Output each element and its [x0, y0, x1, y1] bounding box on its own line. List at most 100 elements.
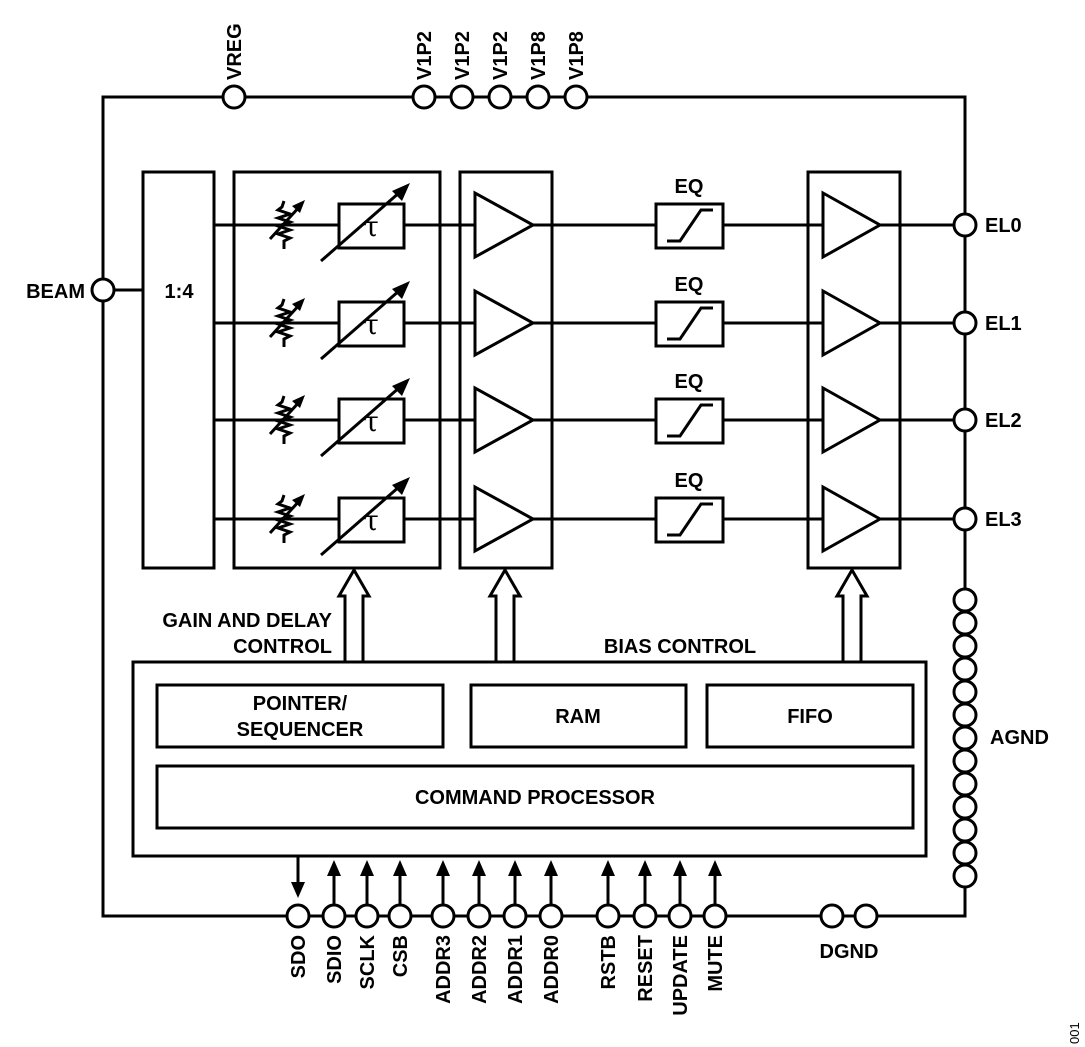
bottom-pins: DGND SDO SDIO SCLK CSB ADDR3 ADDR2 ADDR1… [285, 856, 879, 1016]
pin-label-v1p2-c: V1P2 [490, 31, 512, 80]
pin-label-addr0: ADDR0 [541, 935, 563, 1004]
pin-label-reset: RESET [635, 935, 657, 1002]
pin-label-el1: EL1 [985, 313, 1022, 335]
pin-sclk [354, 903, 380, 929]
pin-dgnd-b [853, 903, 879, 929]
gain-delay-module [232, 170, 442, 570]
pin-label-sclk: SCLK [357, 934, 379, 989]
gain-delay-bus-arrow [336, 566, 372, 664]
pin-label-v1p2-a: V1P2 [414, 31, 436, 80]
agnd-pins: AGND [952, 530, 1049, 916]
delay-block [337, 202, 406, 250]
pin-reset [632, 903, 658, 929]
pin-label-csb: CSB [390, 935, 412, 977]
pin-v1p2-b [449, 84, 475, 110]
eq-label: EQ [675, 470, 704, 492]
pin-mute [702, 903, 728, 929]
top-pins: VREG V1P2 V1P2 V1P2 V1P8 V1P8 [221, 23, 589, 110]
amplifier-icon [821, 190, 884, 260]
pin-label-el0: EL0 [985, 215, 1022, 237]
amplifier-icon [473, 288, 537, 358]
pin-label-v1p8-b: V1P8 [566, 31, 588, 80]
command-processor-label: COMMAND PROCESSOR [415, 787, 656, 809]
pin-el2 [952, 407, 978, 433]
channel-1: τ EQ EL1 [214, 274, 1022, 361]
pin-el1 [952, 310, 978, 336]
delay-symbol: τ [363, 405, 379, 438]
amp-module-1 [458, 170, 554, 570]
pointer-sequencer-block [155, 683, 445, 749]
attenuator-icon [268, 494, 305, 543]
bias-bus-arrow-2 [834, 566, 870, 664]
gain-delay-label-2: CONTROL [233, 636, 332, 658]
beam-input: BEAM [26, 277, 143, 303]
pin-el3 [952, 506, 978, 532]
fifo-block [705, 683, 915, 749]
sequencer-label: SEQUENCER [237, 719, 364, 741]
splitter-label: 1:4 [165, 281, 195, 303]
pin-addr1 [502, 903, 528, 929]
amp-module-2 [806, 170, 902, 570]
splitter-block: 1:4 [141, 170, 216, 570]
pin-label-addr2: ADDR2 [469, 935, 491, 1004]
figure-number: 001 [1067, 1022, 1082, 1044]
delay-block [337, 397, 406, 445]
delay-symbol: τ [363, 504, 379, 537]
pin-v1p8-a [525, 84, 551, 110]
bias-control-label: BIAS CONTROL [604, 636, 756, 658]
pin-beam [90, 277, 116, 303]
pin-v1p2-c [487, 84, 513, 110]
pin-csb [387, 903, 413, 929]
fifo-label: FIFO [787, 706, 833, 728]
eq-label: EQ [675, 176, 704, 198]
pin-label-v1p2-b: V1P2 [452, 31, 474, 80]
pin-sdio [321, 903, 347, 929]
pin-label-vreg: VREG [224, 23, 246, 80]
delay-block [337, 300, 406, 348]
pin-addr3 [430, 903, 456, 929]
pin-vreg [221, 84, 247, 110]
amplifier-icon [821, 385, 884, 455]
attenuator-icon [268, 395, 305, 444]
pin-label-addr1: ADDR1 [505, 935, 527, 1004]
bias-bus-arrow-1 [487, 566, 523, 664]
pin-label-beam: BEAM [26, 281, 85, 303]
pin-label-addr3: ADDR3 [433, 935, 455, 1004]
pin-label-dgnd: DGND [820, 941, 879, 963]
pin-addr2 [466, 903, 492, 929]
channel-2: τ EQ EL2 [214, 371, 1022, 458]
command-processor-block [155, 764, 915, 830]
pin-el0 [952, 212, 978, 238]
pin-rstb [595, 903, 621, 929]
pin-v1p8-b [563, 84, 589, 110]
pin-label-update: UPDATE [670, 935, 692, 1016]
eq-label: EQ [675, 371, 704, 393]
ram-label: RAM [555, 706, 601, 728]
pin-v1p2-a [411, 84, 437, 110]
pointer-label: POINTER/ [253, 693, 348, 715]
amplifier-icon [473, 385, 537, 455]
attenuator-icon [268, 200, 305, 249]
amplifier-icon [821, 288, 884, 358]
pin-sdo [285, 903, 311, 929]
eq-label: EQ [675, 274, 704, 296]
pin-label-sdo: SDO [288, 935, 310, 978]
amplifier-icon [821, 484, 884, 554]
delay-symbol: τ [363, 308, 379, 341]
gain-delay-label-1: GAIN AND DELAY [162, 610, 332, 632]
attenuator-icon [268, 298, 305, 347]
amplifier-icon [473, 484, 537, 554]
pin-label-v1p8-a: V1P8 [528, 31, 550, 80]
pin-label-rstb: RSTB [598, 935, 620, 989]
pin-label-el2: EL2 [985, 410, 1022, 432]
amplifier-icon [473, 190, 537, 260]
delay-block [337, 496, 406, 544]
channel-3: τ EQ EL3 [214, 470, 1022, 557]
pin-label-el3: EL3 [985, 509, 1022, 531]
pin-addr0 [538, 903, 564, 929]
pin-update [667, 903, 693, 929]
pin-label-agnd: AGND [990, 727, 1049, 749]
pin-label-mute: MUTE [705, 935, 727, 992]
pin-dgnd-a [819, 903, 845, 929]
